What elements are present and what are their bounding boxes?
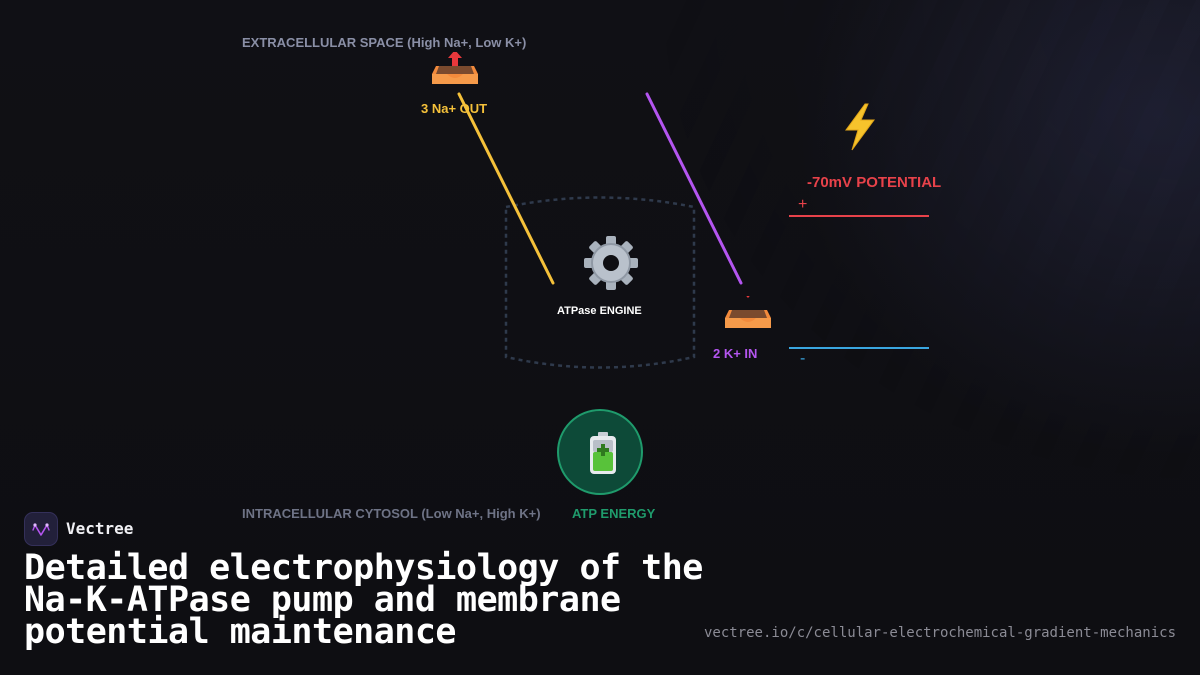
negative-charge-sign: - (800, 350, 806, 367)
battery-icon (588, 431, 618, 475)
atpase-engine-label: ATPase ENGINE (557, 305, 642, 317)
lightning-bolt-icon (838, 102, 882, 152)
source-url: vectree.io/c/cellular-electrochemical-gr… (703, 625, 1176, 641)
brand-name: Vectree (66, 519, 134, 538)
pump-membrane-outline (504, 196, 696, 369)
positive-charge-sign: + (798, 196, 808, 213)
potassium-transport-line (645, 92, 743, 285)
vectree-logo-icon (24, 512, 58, 546)
sodium-out-label: 3 Na+ OUT (421, 101, 488, 116)
atp-energy-label: ATP ENERGY (572, 506, 656, 521)
outbox-tray-icon (430, 50, 480, 89)
membrane-potential-label: -70mV POTENTIAL (807, 174, 942, 191)
sodium-transport-line (457, 92, 555, 285)
intracellular-cytosol-label: INTRACELLULAR CYTOSOL (Low Na+, High K+) (242, 506, 541, 521)
gear-icon (582, 234, 640, 292)
extracellular-space-label: EXTRACELLULAR SPACE (High Na+, Low K+) (242, 35, 527, 50)
inbox-tray-icon (723, 282, 773, 333)
page-title: Detailed electrophysiology of the Na-K-A… (24, 548, 703, 652)
background-rays (640, 0, 1200, 500)
potassium-in-label: 2 K+ IN (713, 346, 758, 361)
